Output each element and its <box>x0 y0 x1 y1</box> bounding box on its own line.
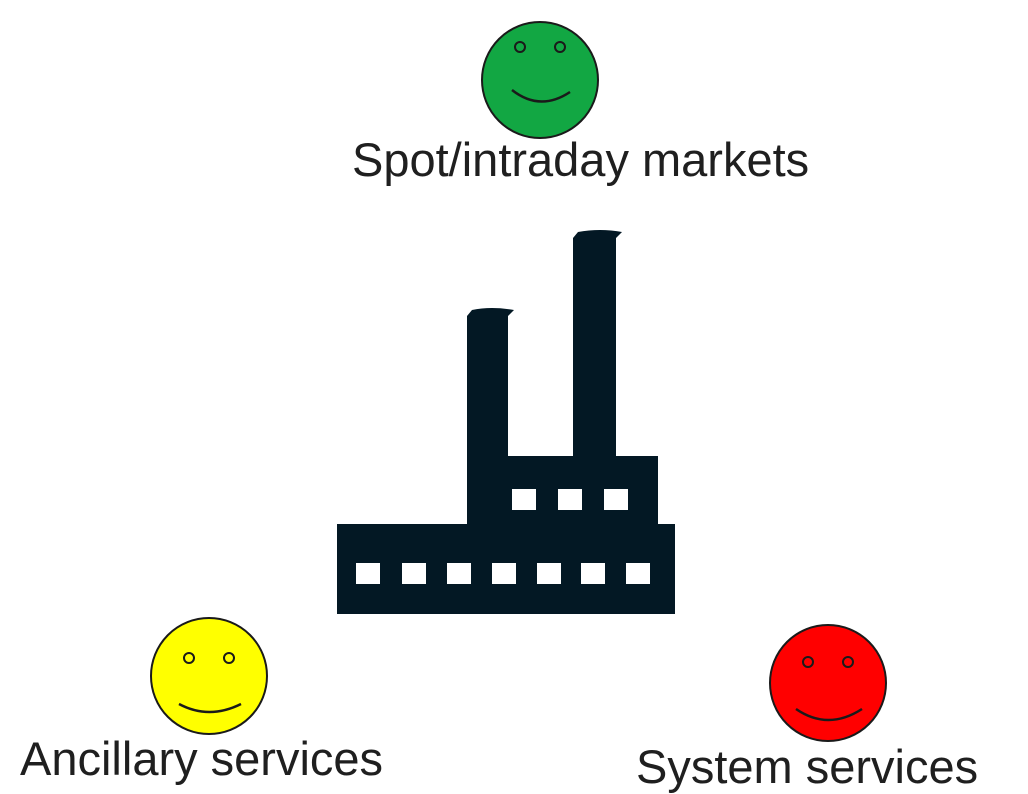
smile <box>511 89 571 103</box>
face-circle <box>150 617 268 735</box>
short-chimney <box>467 308 514 468</box>
lower-window <box>581 563 605 584</box>
smiley-face-icon <box>481 21 599 139</box>
left-eye <box>183 652 195 664</box>
lower-window <box>356 563 380 584</box>
face-circle <box>481 21 599 139</box>
system-services-label: System services <box>636 740 979 793</box>
right-eye <box>554 41 566 53</box>
right-eye <box>842 656 854 668</box>
smile <box>178 702 242 714</box>
lower-window <box>626 563 650 584</box>
lower-window <box>402 563 426 584</box>
upper-window <box>604 489 628 510</box>
lower-window <box>537 563 561 584</box>
right-eye <box>223 652 235 664</box>
upper-window <box>512 489 536 510</box>
factory-icon <box>337 230 675 614</box>
upper-window <box>558 489 582 510</box>
left-eye <box>802 656 814 668</box>
smile <box>795 707 863 722</box>
tall-chimney <box>573 230 622 468</box>
smiley-face-icon <box>150 617 268 735</box>
lower-window <box>447 563 471 584</box>
left-eye <box>514 41 526 53</box>
lower-window <box>492 563 516 584</box>
spot-intraday-markets-label: Spot/intraday markets <box>352 133 810 186</box>
smiley-face-icon <box>769 624 887 742</box>
ancillary-services-label: Ancillary services <box>20 732 384 785</box>
face-circle <box>769 624 887 742</box>
